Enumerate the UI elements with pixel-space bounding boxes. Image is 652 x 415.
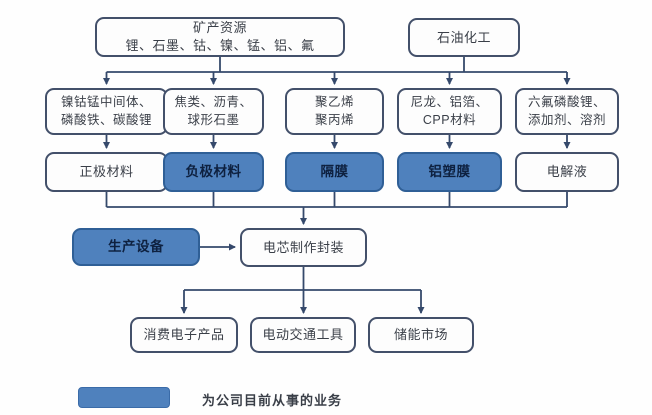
cathode-label: 正极材料 (79, 164, 134, 180)
node-petrochemical: 石油化工 (408, 18, 520, 57)
alu-film-raw-line2: CPP材料 (422, 112, 477, 127)
node-electrolyte-raw: 六氟磷酸锂、 添加剂、溶剂 (515, 88, 619, 135)
node-separator: 隔膜 (285, 152, 384, 192)
node-production-equipment: 生产设备 (72, 228, 200, 266)
node-separator-raw: 聚乙烯 聚丙烯 (285, 88, 384, 135)
anode-label: 负极材料 (185, 163, 242, 179)
cathode-raw-line2: 磷酸铁、碳酸锂 (60, 112, 152, 127)
consumer-electronics-label: 消费电子产品 (143, 327, 225, 343)
node-electrolyte: 电解液 (515, 152, 619, 192)
mineral-resources-items: 锂、石墨、钴、镍、锰、铝、氟 (125, 38, 315, 53)
separator-label: 隔膜 (320, 163, 349, 179)
mineral-resources-title: 矿产资源 (192, 20, 247, 36)
production-equipment-label: 生产设备 (108, 238, 164, 254)
node-alu-film-raw: 尼龙、铝箔、 CPP材料 (397, 88, 502, 135)
node-consumer-electronics: 消费电子产品 (130, 317, 238, 353)
electrolyte-raw-line1: 六氟磷酸锂、 (527, 95, 606, 110)
legend-label: 为公司目前从事的业务 (202, 393, 343, 408)
separator-raw-line1: 聚乙烯 (314, 95, 354, 110)
electric-transport-label: 电动交通工具 (262, 327, 344, 343)
cell-assembly-label: 电芯制作封装 (262, 239, 344, 255)
alu-plastic-film-label: 铝塑膜 (428, 163, 471, 179)
energy-storage-label: 储能市场 (393, 327, 448, 343)
node-cathode: 正极材料 (45, 152, 168, 192)
anode-raw-line1: 焦类、沥青、 (174, 95, 253, 110)
node-electric-transport: 电动交通工具 (250, 317, 356, 353)
node-energy-storage: 储能市场 (368, 317, 474, 353)
node-alu-plastic-film: 铝塑膜 (397, 152, 502, 192)
separator-raw-line2: 聚丙烯 (314, 112, 354, 127)
alu-film-raw-line1: 尼龙、铝箔、 (410, 95, 489, 110)
petrochemical-label: 石油化工 (436, 29, 491, 45)
electrolyte-label: 电解液 (546, 164, 588, 180)
node-mineral-resources: 矿产资源 锂、石墨、钴、镍、锰、铝、氟 (95, 17, 345, 57)
legend-swatch (78, 387, 170, 408)
node-anode-raw: 焦类、沥青、 球形石墨 (163, 88, 264, 135)
node-cell-assembly: 电芯制作封装 (240, 228, 367, 267)
cathode-raw-line1: 镍钴锰中间体、 (60, 95, 152, 110)
anode-raw-line2: 球形石墨 (187, 112, 240, 127)
node-anode: 负极材料 (163, 152, 264, 192)
node-cathode-raw: 镍钴锰中间体、 磷酸铁、碳酸锂 (45, 88, 168, 135)
electrolyte-raw-line2: 添加剂、溶剂 (527, 112, 606, 127)
